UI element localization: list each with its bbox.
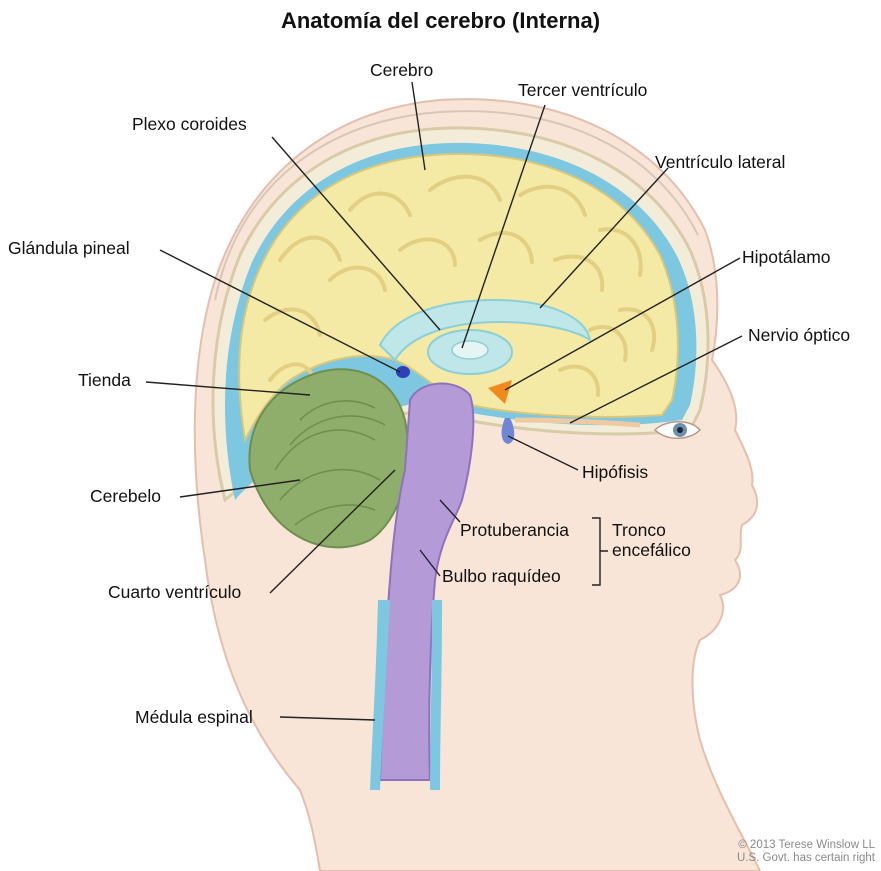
pineal (396, 366, 410, 378)
label-medula-espinal: Médula espinal (135, 707, 253, 727)
label-plexo-coroides: Plexo coroides (132, 114, 247, 134)
copyright-credit: © 2013 Terese Winslow LL U.S. Govt. has … (737, 839, 875, 865)
page-title: Anatomía del cerebro (Interna) (0, 8, 881, 34)
label-cerebro: Cerebro (370, 60, 433, 80)
label-tercer-ventriculo: Tercer ventrículo (518, 80, 647, 100)
label-ventriculo-lateral: Ventrículo lateral (655, 152, 785, 172)
credit-line-1: © 2013 Terese Winslow LL (737, 839, 875, 852)
label-cerebelo: Cerebelo (90, 486, 161, 506)
label-nervio-optico: Nervio óptico (748, 325, 850, 345)
label-hipofisis: Hipófisis (582, 462, 648, 482)
label-tienda: Tienda (78, 370, 131, 390)
label-bulbo-raquideo: Bulbo raquídeo (442, 566, 561, 586)
label-tronco-line1: Tronco (612, 520, 666, 540)
credit-line-2: U.S. Govt. has certain right (737, 852, 875, 865)
label-tronco-line2: encefálico (612, 540, 691, 560)
label-protuberancia: Protuberancia (460, 520, 569, 540)
label-cuarto-ventriculo: Cuarto ventrículo (108, 582, 241, 602)
label-glandula-pineal: Glándula pineal (8, 238, 130, 258)
label-hipotalamo: Hipotálamo (742, 247, 831, 267)
